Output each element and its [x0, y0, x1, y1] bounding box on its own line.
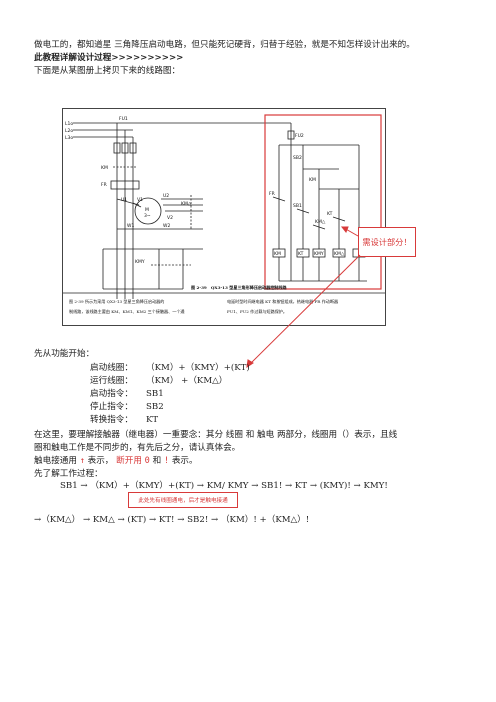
label-w1: W1 — [127, 223, 134, 229]
function-label-run-coil: 运行线圈： — [90, 376, 133, 386]
function-intro: 先从功能开始： — [34, 349, 95, 359]
caption-left-2: 制线路，该线路主要由 KM、KM1、KM2 三个接触器、一个通 — [69, 309, 185, 314]
function-value-switch-cmd: KT — [146, 415, 159, 425]
caption-right-2: FU1、FU2 作过载与短路保护。 — [227, 309, 288, 314]
label-kmd-ctrl: KM△ — [315, 219, 326, 225]
process-line-2: →（KM△） → KM△ → (KT) → KT! → SB2! → （KM）!… — [34, 515, 310, 525]
label-w2: W2 — [163, 223, 170, 229]
label-l3: L3o — [65, 135, 73, 141]
label-sb2: SB2 — [293, 155, 302, 161]
function-label-switch-cmd: 转换指令： — [90, 415, 133, 425]
caption-left-1: 图 2-39 所示为采用 QX3-13 型星三角降压启动器的 — [69, 299, 165, 304]
contact-off-symbol-0: 0 — [144, 456, 150, 466]
tutorial-heading: 此教程详解设计过程>>>>>>>>>> — [34, 53, 184, 63]
explain-line-1: 在这里，要理解接触器（继电器）一重要念：其分 线圈 和 触电 两部分，线圈用（）… — [34, 430, 398, 440]
label-coil-kmd: KM△ — [334, 251, 345, 257]
label-km-ctrl: KM — [309, 177, 316, 183]
label-kmy-main: KMY — [135, 259, 145, 265]
contact-note: 触电接通用 ↑ 表示， 断开用 0 和 ! 表示。 — [34, 456, 198, 467]
label-fr-main: FR — [101, 182, 107, 188]
contact-note-part1: 触电接通用 — [34, 456, 80, 466]
label-coil-km: KM — [274, 251, 281, 257]
label-fr-ctrl: FR — [269, 191, 275, 197]
label-motor: M — [145, 207, 149, 213]
function-value-run-coil: （KM） +（KM△） — [146, 376, 228, 386]
label-kt-ctrl: KT — [327, 211, 333, 217]
process-intro: 先了解工作过程： — [34, 469, 103, 479]
process-line-1: SB1 → （KM）+（KMY）+(KT) → KM/ KMY → SB1! →… — [60, 481, 388, 491]
figure-intro: 下面是从某图册上拷贝下来的线路图： — [34, 66, 181, 76]
label-fu1: FU1 — [119, 116, 128, 122]
figure-title: 图 2-39 QX3-13 型星三角形降压启动器控制线路 — [191, 285, 287, 290]
label-l1: L1o — [65, 121, 73, 127]
label-coil-kt: KT — [298, 251, 304, 257]
label-coil-kmy: KMY — [314, 251, 324, 257]
label-motor-3: 3~ — [144, 213, 151, 219]
label-v2: V2 — [167, 215, 173, 221]
function-value-stop-cmd: SB2 — [146, 402, 164, 412]
circuit-diagram: L1o L2o L3o FU1 KM FR M 3~ U1 V1 W1 U2 V… — [63, 114, 385, 299]
need-design-callout: 需设计部分！ — [358, 227, 416, 257]
function-label-start-coil: 启动线圈： — [90, 363, 133, 373]
label-v1: V1 — [137, 197, 143, 203]
function-value-start-cmd: SB1 — [146, 389, 164, 399]
function-label-start-cmd: 启动指令： — [90, 389, 133, 399]
coil-before-contact-hint: 此处先有线圈通电，后才是触电接通 — [128, 492, 238, 508]
label-fu2: FU2 — [295, 133, 304, 139]
contact-off-symbol-bang: ! — [163, 456, 170, 466]
explain-line-2: 圈和触电工作是不同步的，有先后之分，请认真体会。 — [34, 443, 241, 453]
label-km-main: KM — [101, 165, 108, 171]
contact-note-part5: 表示。 — [169, 456, 198, 466]
function-label-stop-cmd: 停止指令： — [90, 402, 133, 412]
label-u2: U2 — [163, 193, 169, 199]
label-l2: L2o — [65, 128, 73, 134]
contact-on-symbol: ↑ — [79, 456, 85, 466]
contact-note-part2: 表示， — [84, 456, 117, 466]
contact-note-part4: 和 — [149, 456, 164, 466]
label-sb1: SB1 — [293, 203, 302, 209]
label-kmd-main: KM△ — [181, 201, 192, 207]
intro-line: 做电工的，都知道星 三角降压启动电路，但只能死记硬背，归替于经验，就是不知怎样设… — [34, 40, 415, 50]
caption-right-1: 电延时型时间继电器 KT 和按钮组成，热继电器 FR 作动断器 — [227, 299, 339, 304]
circuit-diagram-figure: L1o L2o L3o FU1 KM FR M 3~ U1 V1 W1 U2 V… — [62, 108, 386, 326]
label-u1: U1 — [121, 197, 127, 203]
contact-note-part3: 断开用 — [116, 456, 145, 466]
function-value-start-coil: （KM）+（KMY）+(KT) — [146, 363, 250, 373]
